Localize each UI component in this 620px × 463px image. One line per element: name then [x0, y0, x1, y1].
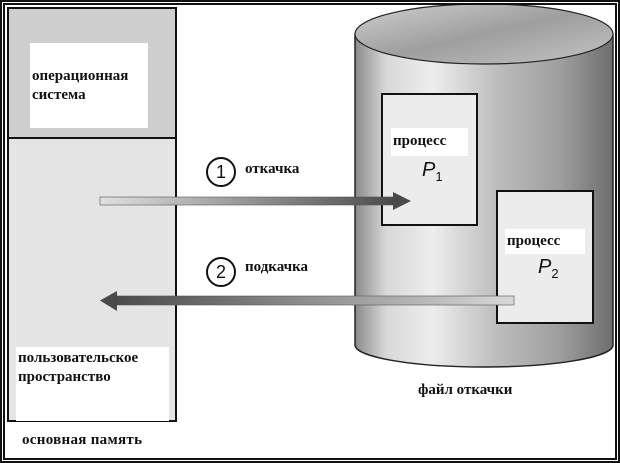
swap-out-arrow-head: [393, 192, 411, 210]
os-label-line2: система: [32, 87, 86, 103]
process-p1-symbol: P1: [422, 159, 443, 184]
swap-in-arrow: [100, 291, 515, 311]
main-memory-caption: основная память: [22, 432, 143, 448]
process-p2-label: процесс: [505, 229, 585, 254]
swap-out-label: откачка: [245, 161, 300, 177]
step-2-circle: 2: [206, 257, 236, 287]
user-space-line2: пространство: [18, 369, 111, 385]
os-label: операционная система: [30, 43, 148, 128]
user-space-line1: пользовательское: [18, 350, 139, 366]
swap-file-caption: файл откачки: [418, 382, 513, 398]
os-label-line1: операционная: [32, 68, 129, 84]
process-p1-index: 1: [435, 169, 443, 184]
process-p2-symbol: P2: [538, 256, 559, 281]
swap-out-arrow: [99, 192, 411, 210]
step-1-circle: 1: [206, 157, 236, 187]
process-p2-index: 2: [551, 266, 559, 281]
user-space-label: пользовательское пространство: [16, 347, 169, 421]
swap-in-arrow-head: [100, 291, 117, 311]
process-p1-label: процесс: [391, 128, 468, 156]
swap-in-label: подкачка: [245, 259, 308, 275]
process-p2-letter: P: [538, 256, 552, 278]
process-p1-letter: P: [422, 159, 436, 181]
